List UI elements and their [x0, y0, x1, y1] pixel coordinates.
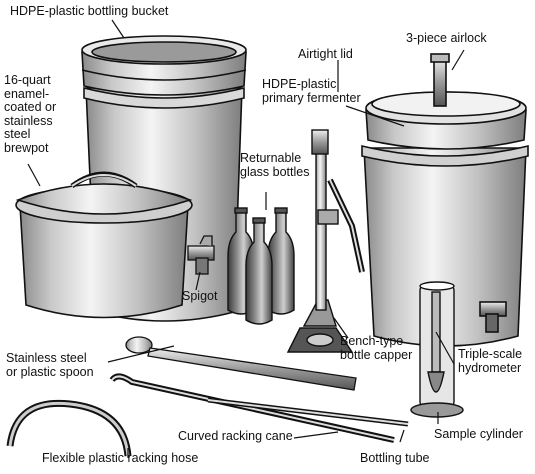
label-primary-fermenter: HDPE-plastic primary fermenter	[262, 77, 361, 105]
label-airlock: 3-piece airlock	[406, 31, 487, 45]
label-racking-hose: Flexible plastic racking hose	[42, 451, 199, 465]
label-spoon: Stainless steel or plastic spoon	[6, 351, 94, 379]
label-racking-cane: Curved racking cane	[178, 429, 293, 443]
brewpot	[15, 171, 193, 319]
leader-lines	[27, 19, 465, 458]
racking-cane	[109, 373, 409, 443]
label-brewpot: 16-quart enamel- coated or stainless ste…	[4, 73, 57, 155]
label-bottling-bucket: HDPE-plastic bottling bucket	[10, 4, 169, 18]
racking-spoon	[125, 336, 357, 391]
glass-bottles	[227, 207, 295, 325]
label-sample-cylinder: Sample cylinder	[434, 427, 523, 441]
label-glass-bottles: Returnable glass bottles	[240, 151, 310, 179]
bucket-spigot	[187, 235, 215, 275]
racking-hose	[6, 399, 132, 457]
label-hydrometer: Triple-scale hydrometer	[458, 347, 523, 375]
label-bottling-tube: Bottling tube	[360, 451, 430, 465]
label-spigot: Spigot	[182, 289, 218, 303]
label-airtight-lid: Airtight lid	[298, 47, 353, 61]
bench-capper	[286, 129, 365, 353]
primary-fermenter	[361, 53, 529, 347]
label-capper: Bench-type bottle capper	[340, 334, 413, 362]
